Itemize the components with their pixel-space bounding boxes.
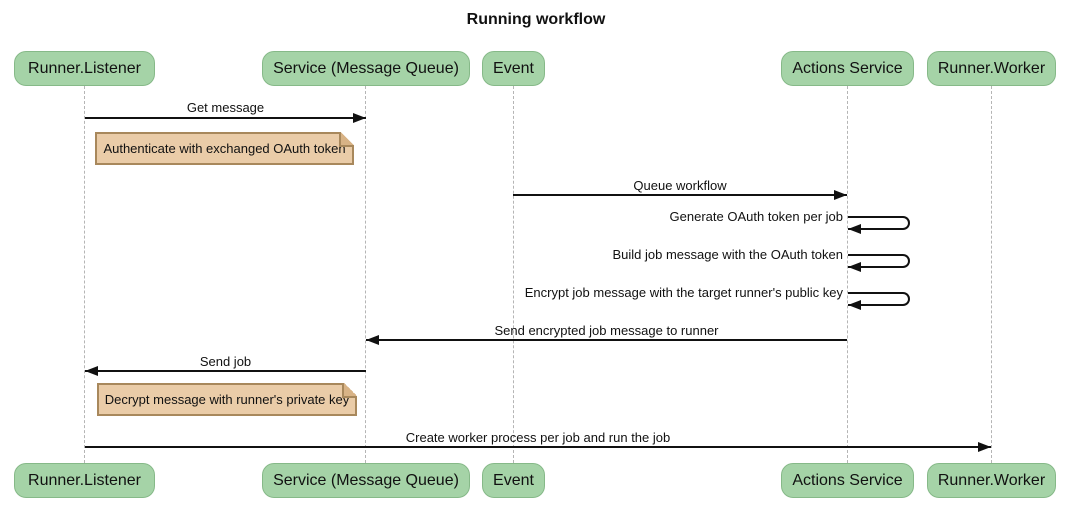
- arrowhead-right-icon: [353, 113, 366, 123]
- arrowhead-left-icon: [85, 366, 98, 376]
- arrowhead-left-icon: [366, 335, 379, 345]
- message-arrow-queue-workflow: [513, 194, 847, 196]
- lifeline-event: [513, 86, 514, 463]
- participant-runner-worker-bottom: Runner.Worker: [927, 463, 1056, 498]
- message-label-send-job: Send job: [199, 354, 252, 369]
- note-decrypt-label: Decrypt message with runner's private ke…: [104, 392, 350, 407]
- participant-service-message-queue-bottom: Service (Message Queue): [262, 463, 470, 498]
- diagram-title: Running workflow: [466, 11, 606, 28]
- note-authenticate: Authenticate with exchanged OAuth token: [95, 132, 354, 165]
- self-loop-generate-oauth: [848, 216, 910, 230]
- arrowhead-left-icon: [848, 224, 861, 234]
- lifeline-runner-worker: [991, 86, 992, 463]
- message-label-get-message: Get message: [186, 100, 265, 115]
- lifeline-runner-listener: [84, 86, 85, 463]
- message-arrow-create-worker: [85, 446, 991, 448]
- lifeline-service-message-queue: [365, 86, 366, 463]
- note-authenticate-label: Authenticate with exchanged OAuth token: [103, 141, 346, 156]
- participant-event-bottom: Event: [482, 463, 545, 498]
- participant-runner-worker-top: Runner.Worker: [927, 51, 1056, 86]
- message-arrow-send-job: [85, 370, 366, 372]
- message-arrow-get-message: [85, 117, 366, 119]
- participant-runner-listener-top: Runner.Listener: [14, 51, 155, 86]
- message-label-send-encrypted: Send encrypted job message to runner: [494, 323, 719, 338]
- message-label-build-job-message: Build job message with the OAuth token: [612, 247, 843, 262]
- participant-actions-service-bottom: Actions Service: [781, 463, 914, 498]
- message-label-generate-oauth: Generate OAuth token per job: [669, 209, 843, 224]
- self-loop-encrypt-job-message: [848, 292, 910, 306]
- participant-service-message-queue-top: Service (Message Queue): [262, 51, 470, 86]
- arrowhead-right-icon: [834, 190, 847, 200]
- note-fold-icon: [342, 383, 357, 398]
- note-decrypt: Decrypt message with runner's private ke…: [97, 383, 357, 416]
- note-fold-icon: [339, 132, 354, 147]
- participant-event-top: Event: [482, 51, 545, 86]
- lifeline-actions-service: [847, 86, 848, 463]
- participant-actions-service-top: Actions Service: [781, 51, 914, 86]
- arrowhead-left-icon: [848, 300, 861, 310]
- message-label-encrypt-job-message: Encrypt job message with the target runn…: [524, 285, 843, 300]
- message-label-queue-workflow: Queue workflow: [633, 178, 727, 193]
- arrowhead-left-icon: [848, 262, 861, 272]
- message-label-create-worker: Create worker process per job and run th…: [405, 430, 671, 445]
- self-loop-build-job-message: [848, 254, 910, 268]
- message-arrow-send-encrypted: [366, 339, 847, 341]
- arrowhead-right-icon: [978, 442, 991, 452]
- participant-runner-listener-bottom: Runner.Listener: [14, 463, 155, 498]
